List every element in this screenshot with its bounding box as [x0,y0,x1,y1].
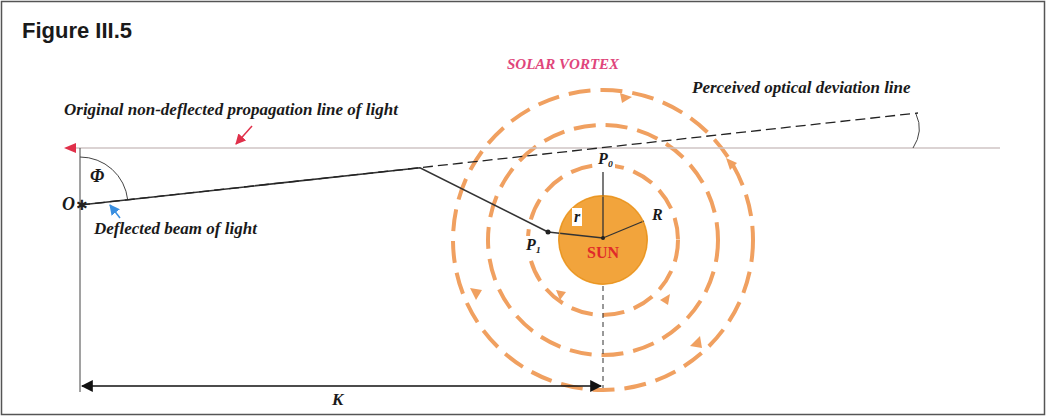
original-line [72,147,1000,149]
vortex-arrows [470,93,737,348]
point-p1 [546,230,551,235]
line-label: Perceived optical deviation line [690,78,913,98]
dimension-extension [603,286,604,388]
sun-center [601,236,605,240]
perceived-line [80,113,918,205]
original-line-head [64,143,76,153]
dimension-k [82,385,601,387]
line-label: Original non-deflected propagation line … [62,100,400,120]
deviation-angle-arc [913,114,919,148]
point-label: P₀ [596,150,615,168]
radius-label: r [572,208,582,226]
observer-mark: ✱ [76,197,88,213]
region-label: SOLAR VORTEX [505,56,621,73]
figure-title: Figure III.5 [22,18,132,44]
node-text: SUN [587,244,619,262]
radius-r [548,232,603,238]
radius-label: R [650,206,665,224]
pointer-arrow [236,126,252,144]
pointer-arrow [110,205,120,218]
solar-vortex [453,90,753,390]
angle-arc [80,157,128,200]
reference-line [80,148,81,392]
point-label: O [60,194,77,215]
line-label: Deflected beam of light [92,219,259,239]
point-label: P₁ [524,236,543,254]
dimension-label: K [330,390,345,410]
sun-outline [559,196,647,284]
radius-p0 [602,172,603,238]
angle-label: Φ [88,166,106,187]
radius-R [603,221,644,238]
